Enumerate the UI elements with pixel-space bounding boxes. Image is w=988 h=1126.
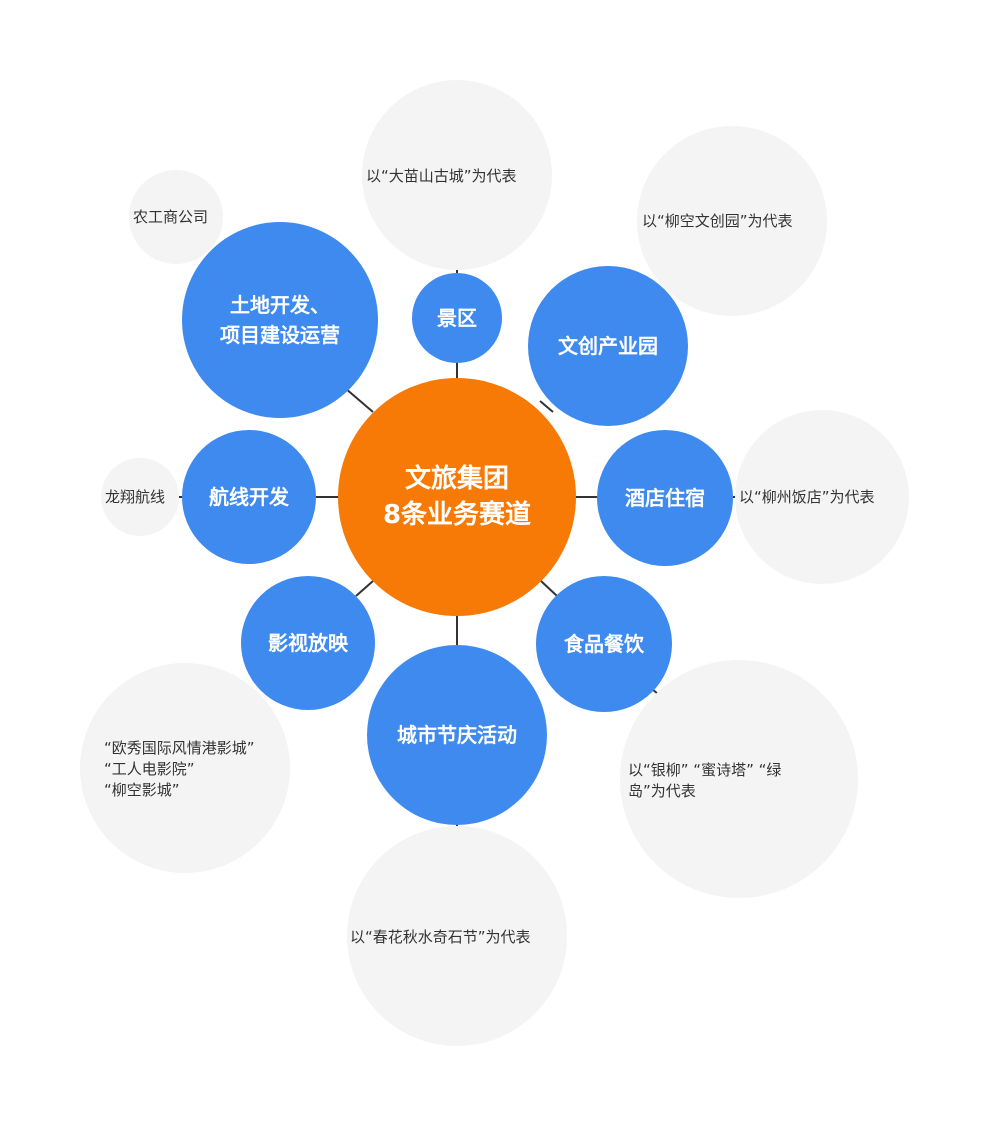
- connector-culture-park: [539, 400, 554, 413]
- example-circle-food: [620, 660, 858, 898]
- category-culture-park: 文创产业园: [528, 266, 688, 426]
- category-food: 食品餐饮: [536, 576, 672, 712]
- category-scenic: 景区: [412, 273, 502, 363]
- example-circle-land: [129, 170, 223, 264]
- category-hotel-label: 酒店住宿: [625, 486, 705, 510]
- category-land-label: 土地开发、 项目建设运营: [220, 293, 340, 347]
- category-food-label: 食品餐饮: [564, 632, 644, 656]
- center-title-line1: 文旅集团: [404, 464, 509, 494]
- category-hotel: 酒店住宿: [597, 430, 733, 566]
- example-text-hotel: 以“柳州饭店”为代表: [739, 488, 875, 506]
- category-festival-label: 城市节庆活动: [397, 723, 517, 747]
- example-text-film-line3: “柳空影城”: [104, 781, 180, 799]
- example-text-land: 农工商公司: [133, 208, 209, 226]
- category-culture-park-label: 文创产业园: [558, 334, 658, 358]
- category-film-label: 影视放映: [268, 631, 348, 655]
- example-text-film: “欧秀国际风情港影城” “工人电影院” “柳空影城”: [104, 738, 255, 801]
- example-circle-film: [80, 663, 290, 873]
- category-festival: 城市节庆活动: [367, 645, 547, 825]
- center-circle: 文旅集团 8条业务赛道: [338, 378, 576, 616]
- example-text-culture-park: 以“柳空文创园”为代表: [642, 212, 793, 230]
- example-circle-hotel: [735, 410, 909, 584]
- connector-film: [355, 580, 374, 597]
- connector-food: [540, 580, 558, 597]
- example-text-food: 以“银柳” “蜜诗塔” “绿 岛”为代表: [628, 760, 781, 802]
- category-film: 影视放映: [241, 576, 375, 710]
- example-circle-culture-park: [637, 126, 827, 316]
- example-circle-festival: [347, 826, 567, 1046]
- category-scenic-label: 景区: [437, 306, 477, 330]
- example-text-food-line1: 以“银柳” “蜜诗塔” “绿: [628, 761, 782, 779]
- center-title-line2: 8条业务赛道: [382, 500, 532, 530]
- example-text-scenic: 以“大苗山古城”为代表: [366, 167, 517, 185]
- example-text-festival: 以“春花秋水奇石节”为代表: [350, 928, 531, 946]
- example-circle-scenic: [362, 80, 552, 270]
- category-airline: 航线开发: [182, 430, 316, 564]
- example-text-food-line2: 岛”为代表: [628, 782, 696, 800]
- example-circle-airline: [101, 458, 179, 536]
- connector-land: [344, 387, 374, 413]
- example-text-airline: 龙翔航线: [105, 488, 166, 506]
- category-land: 土地开发、 项目建设运营: [182, 222, 378, 418]
- example-text-film-line1: “欧秀国际风情港影城”: [104, 739, 255, 757]
- example-text-film-line2: “工人电影院”: [104, 760, 195, 778]
- category-airline-label: 航线开发: [209, 485, 289, 509]
